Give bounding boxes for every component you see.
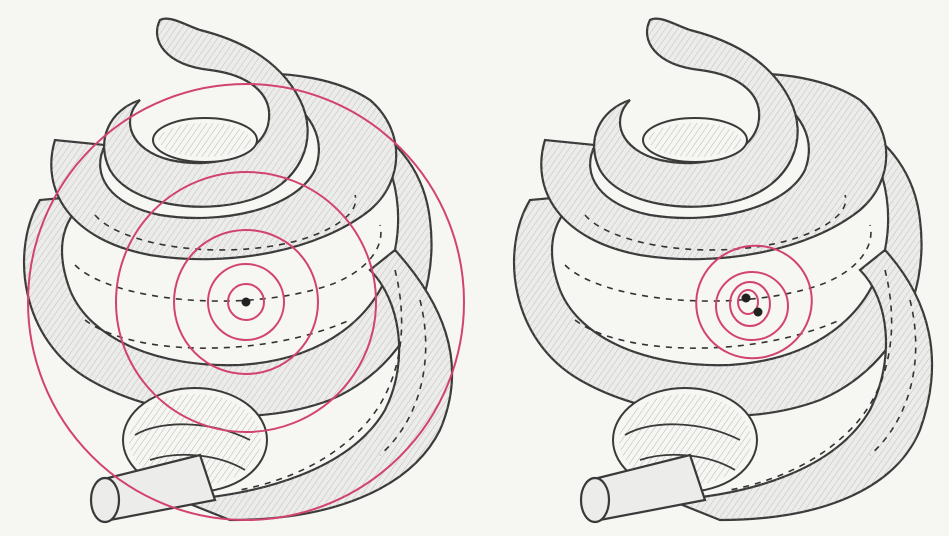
- left-cochlea-panel: [24, 19, 464, 522]
- ring-2: [730, 282, 770, 326]
- right-cochlea-panel: [514, 19, 932, 522]
- cochlea-drawing: [514, 19, 932, 522]
- point-source-dot: [742, 294, 751, 303]
- point-source-dot: [754, 308, 763, 317]
- point-source-dot: [242, 298, 251, 307]
- cochlea-drawing: [24, 19, 452, 522]
